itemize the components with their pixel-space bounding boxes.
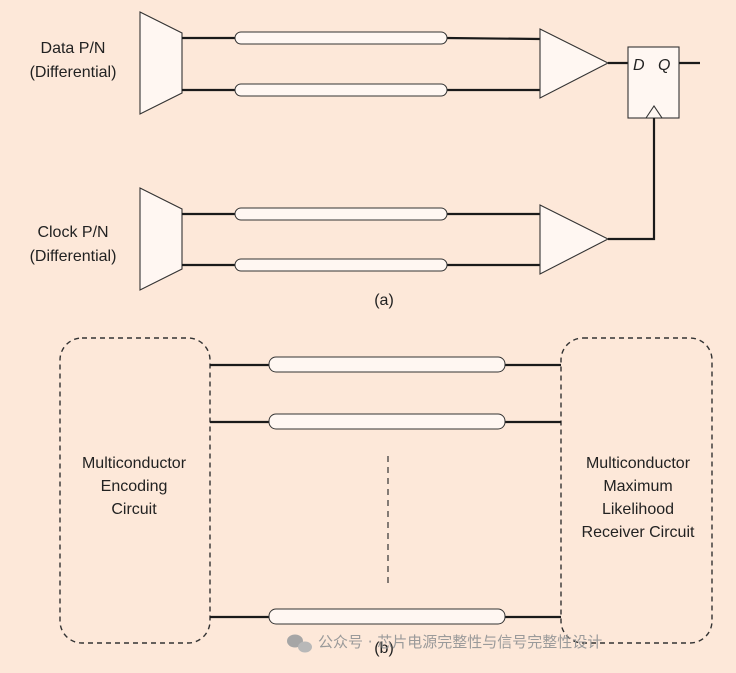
data-label-line2: (Differential): [30, 64, 117, 81]
clock-driver: [139, 187, 183, 291]
flipflop-q-label: Q: [658, 57, 670, 74]
conductor-1-line: [268, 356, 506, 373]
clock-transmission-line-n: [234, 258, 448, 272]
watermark: 公众号 · 芯片电源完整性与信号完整性设计: [287, 633, 602, 653]
clock-label-line2: (Differential): [30, 248, 117, 265]
encoding-circuit-line3: Circuit: [111, 501, 157, 518]
data-label-line1: Data P/N: [41, 40, 106, 57]
data-wire-p: [182, 36, 541, 41]
caption-a: (a): [374, 292, 394, 309]
receiver-circuit-line1: Multiconductor: [586, 455, 691, 472]
caption-b: (b): [374, 640, 394, 657]
clock-receiver: [539, 204, 610, 275]
watermark-text: 公众号 · 芯片电源完整性与信号完整性设计: [318, 633, 602, 651]
receiver-circuit-line3: Likelihood: [602, 501, 674, 518]
clock-label-line1: Clock P/N: [37, 224, 108, 241]
receiver-circuit-box: [560, 337, 713, 644]
clock-to-flipflop-wire: [608, 118, 656, 241]
flipflop-d-label: D: [633, 57, 645, 74]
part-a: Data P/N (Differential) D Q Clock P/N (D…: [30, 11, 700, 309]
encoding-circuit-line2: Encoding: [101, 478, 168, 495]
conductor-n-line: [268, 608, 506, 625]
part-b: Multiconductor Encoding Circuit Multicon…: [59, 337, 713, 657]
data-driver: [139, 11, 183, 115]
receiver-circuit-line4: Receiver Circuit: [582, 524, 695, 541]
data-transmission-line-p: [234, 31, 448, 45]
encoding-circuit-box: [59, 337, 211, 644]
receiver-circuit-line2: Maximum: [603, 478, 672, 495]
data-transmission-line-n: [234, 83, 448, 97]
encoding-circuit-line1: Multiconductor: [82, 455, 187, 472]
clock-transmission-line-p: [234, 207, 448, 221]
wechat-icon: [287, 634, 312, 653]
data-receiver: [539, 28, 610, 99]
conductor-2-line: [268, 413, 506, 430]
